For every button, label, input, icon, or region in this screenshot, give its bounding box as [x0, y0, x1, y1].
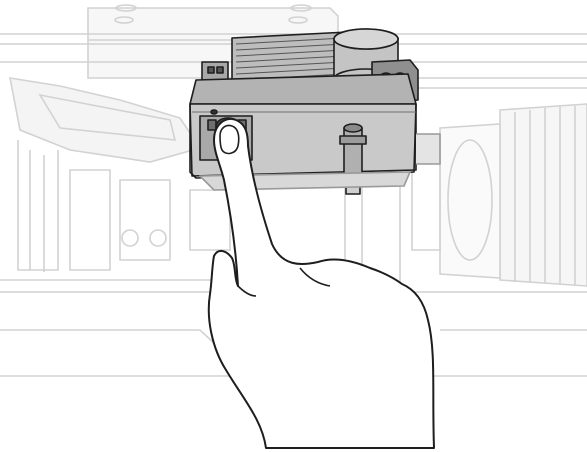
- background-machine: [0, 4, 587, 377]
- pointing-hand-icon: [207, 118, 435, 449]
